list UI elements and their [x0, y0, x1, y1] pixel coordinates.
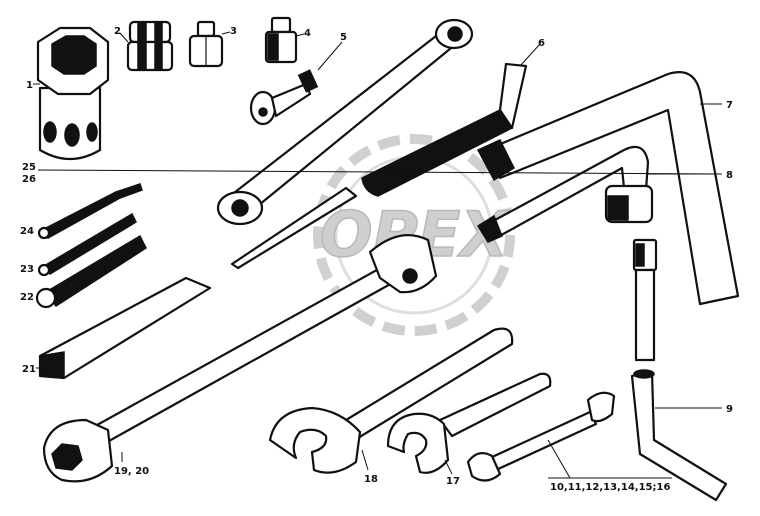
label-part-7: 7	[726, 100, 733, 111]
label-part-9: 9	[726, 404, 733, 415]
label-part-1: 1	[26, 80, 33, 91]
punch-part-22	[35, 234, 147, 309]
punch-part-23	[37, 212, 137, 277]
label-part-5: 5	[340, 32, 347, 43]
screwdriver-part-6	[361, 62, 528, 197]
fitting-part-2	[126, 20, 174, 72]
open-end-wrench-part-17	[386, 372, 552, 474]
nozzle-part-5	[249, 69, 319, 126]
label-part-24: 24	[20, 226, 34, 237]
chisel-part-21	[38, 276, 212, 380]
punch-part-24	[37, 183, 143, 240]
label-part-18: 18	[364, 474, 378, 485]
socket-wrench-part-8	[476, 145, 654, 243]
label-part-8: 8	[726, 170, 733, 181]
label-part-3: 3	[230, 26, 237, 37]
label-part-23: 23	[20, 264, 34, 275]
adapter-part-3	[188, 20, 224, 68]
label-part-2: 2	[114, 26, 121, 37]
label-part-19-20: 19, 20	[114, 466, 149, 477]
hex-key-part-9	[630, 238, 728, 502]
l-wrench-part-7	[476, 71, 740, 306]
ring-spanner-part-25-26	[216, 18, 474, 226]
label-part-6: 6	[538, 38, 545, 49]
label-part-26: 26	[22, 174, 36, 185]
socket-part-4	[264, 16, 298, 64]
label-part-4: 4	[304, 28, 311, 39]
label-part-10-16: 10,11,12,13,14,15;16	[550, 482, 670, 493]
label-part-17: 17	[446, 476, 460, 487]
socket-part-1	[36, 26, 110, 160]
label-part-25: 25	[22, 162, 36, 173]
open-end-wrench-part-18	[268, 327, 514, 474]
drift-part-26	[230, 186, 358, 270]
box-spanner-part-19-20	[42, 234, 438, 483]
label-part-21: 21	[22, 364, 36, 375]
label-part-22: 22	[20, 292, 34, 303]
open-end-wrench-part-10-16	[466, 391, 616, 482]
